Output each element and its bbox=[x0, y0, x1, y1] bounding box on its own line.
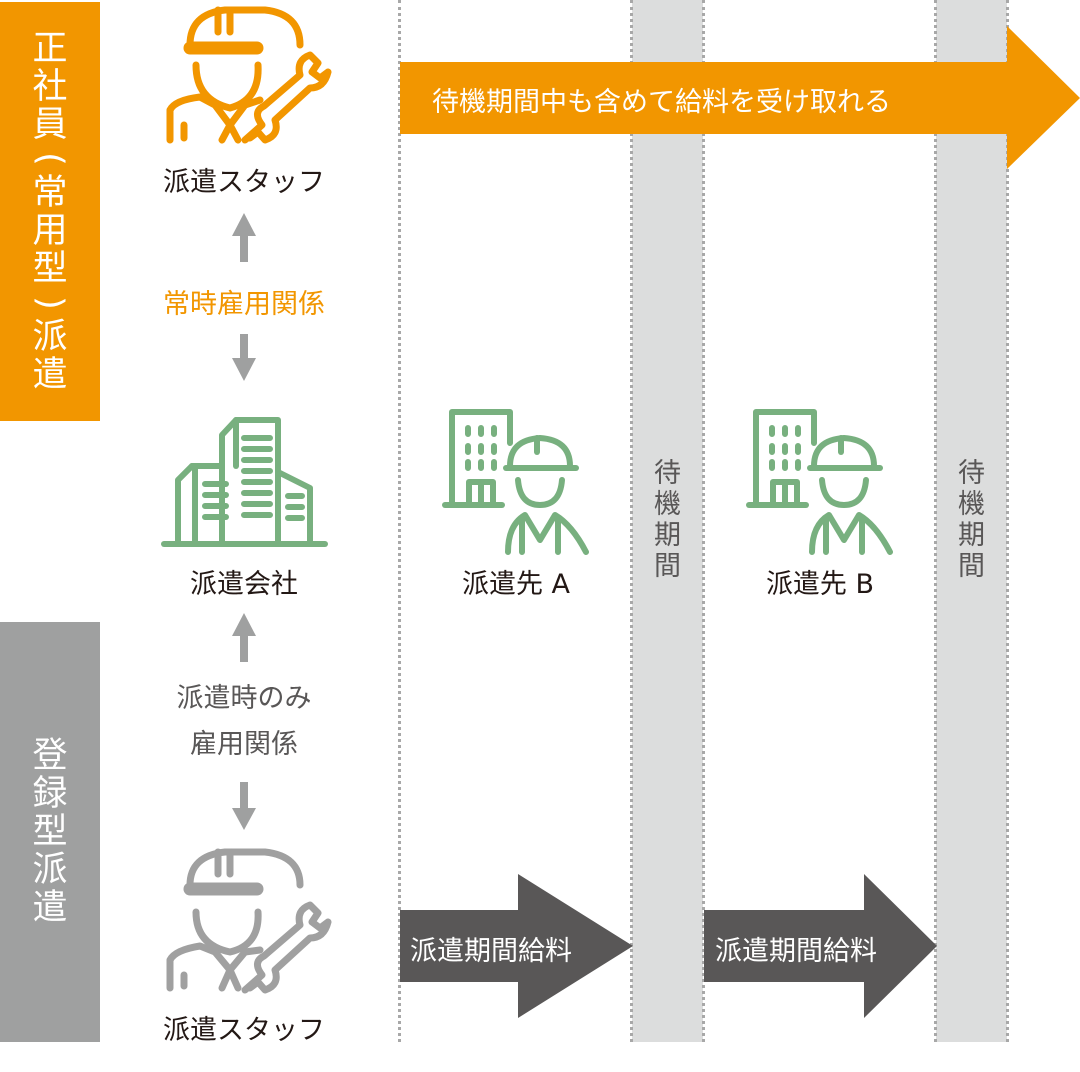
arrow-down-icon bbox=[232, 334, 256, 381]
registered-dispatch-bar: 登 録 型 派 遣 bbox=[0, 622, 100, 1042]
divider-line bbox=[398, 0, 401, 1042]
label-char: 派 bbox=[32, 316, 68, 357]
divider-line bbox=[934, 0, 937, 1042]
label-char: 遣 bbox=[32, 354, 68, 395]
client-b-label: 派遣先 B bbox=[765, 569, 875, 600]
wait-period-column-1 bbox=[632, 0, 703, 1042]
label-char: 期 bbox=[958, 520, 985, 551]
divider-line bbox=[1006, 0, 1009, 1042]
registered-relation-label: 派遣時のみ 雇用関係 bbox=[144, 676, 344, 768]
dispatch-pay-label-1: 派遣期間給料 bbox=[410, 936, 572, 967]
top-staff-label: 派遣スタッフ bbox=[163, 167, 325, 198]
dispatch-pay-label-2: 派遣期間給料 bbox=[715, 936, 877, 967]
label-char: 機 bbox=[958, 489, 985, 520]
label-char: 機 bbox=[654, 489, 681, 520]
label-char: 間 bbox=[958, 551, 985, 582]
label-char: 間 bbox=[654, 551, 681, 582]
divider-line bbox=[630, 0, 633, 1042]
registered-dispatch-label: 登 録 型 派 遣 bbox=[32, 737, 67, 927]
bottom-staff-label: 派遣スタッフ bbox=[163, 1015, 325, 1046]
label-char: 員 bbox=[32, 104, 68, 145]
label-char: 型 bbox=[32, 812, 68, 852]
wait-period-label-2: 待 機 期 間 bbox=[936, 458, 1007, 582]
dispatch-pay-arrow-1 bbox=[400, 874, 633, 1018]
label-char: 用 bbox=[32, 210, 68, 251]
arrow-up-icon bbox=[232, 213, 256, 262]
divider-line bbox=[702, 0, 705, 1042]
label-char: 型 bbox=[32, 248, 68, 289]
building-worker-icon bbox=[442, 409, 589, 555]
company-label: 派遣会社 bbox=[190, 569, 298, 600]
wait-period-column-2 bbox=[936, 0, 1007, 1042]
worker-with-wrench-icon bbox=[166, 6, 332, 144]
relation-line: 派遣時のみ bbox=[176, 683, 312, 714]
dispatch-pay-arrow-2 bbox=[704, 874, 937, 1018]
relation-line: 雇用関係 bbox=[190, 729, 298, 760]
arrow-up-icon bbox=[232, 613, 256, 662]
label-char: 待 bbox=[654, 458, 681, 489]
office-buildings-icon bbox=[161, 417, 328, 547]
regular-dispatch-label: 正 社 員 ( 常 用 型 ) 派 遣 bbox=[30, 28, 70, 395]
wait-period-label-1: 待 機 期 間 bbox=[632, 458, 703, 582]
label-char: 遣 bbox=[32, 888, 68, 928]
label-char: 常 bbox=[32, 172, 68, 213]
building-worker-icon bbox=[746, 409, 893, 555]
worker-with-wrench-icon bbox=[166, 848, 332, 994]
regular-dispatch-bar: 正 社 員 ( 常 用 型 ) 派 遣 bbox=[0, 2, 100, 421]
label-char: 期 bbox=[654, 520, 681, 551]
client-a-label: 派遣先 A bbox=[461, 569, 571, 600]
label-char: 登 bbox=[32, 736, 68, 776]
arrow-down-icon bbox=[232, 782, 256, 830]
label-char: 正 bbox=[32, 28, 68, 69]
regular-pay-label: 待機期間中も含めて給料を受け取れる bbox=[432, 87, 891, 118]
label-char: 社 bbox=[32, 66, 68, 107]
regular-relation-label: 常時雇用関係 bbox=[163, 289, 325, 320]
label-char: 待 bbox=[958, 458, 985, 489]
regular-pay-arrow bbox=[400, 26, 1080, 169]
label-char: 録 bbox=[32, 774, 68, 814]
label-char: 派 bbox=[32, 850, 68, 890]
